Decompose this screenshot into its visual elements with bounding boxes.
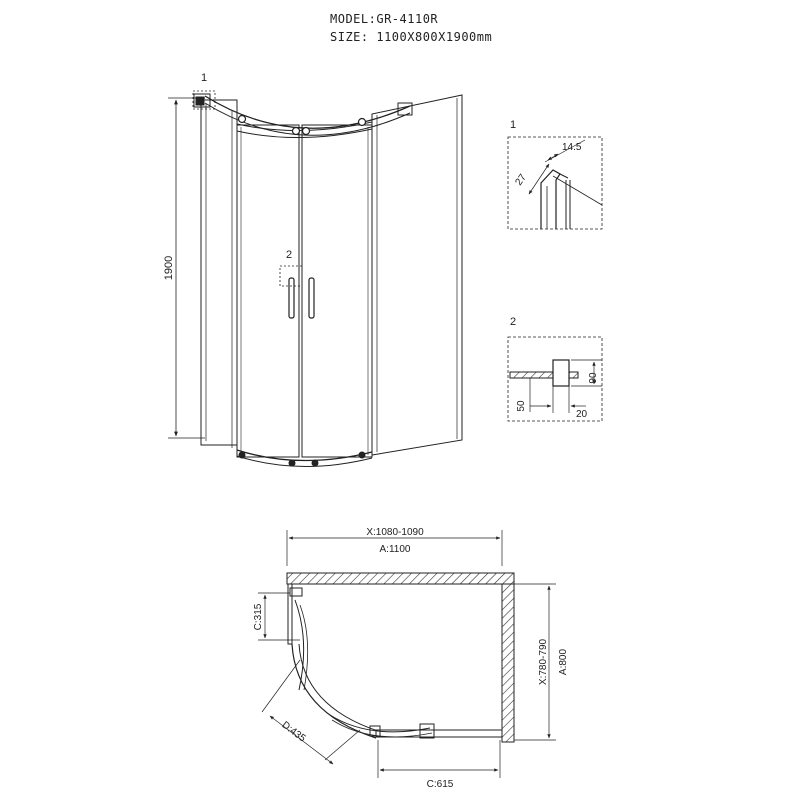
roller-bottom-2 — [288, 459, 296, 467]
back-wall — [286, 572, 515, 585]
detail-2-height: 90 — [588, 372, 599, 384]
detail-2 — [507, 336, 603, 422]
detail-1 — [507, 136, 603, 230]
detail-1-label: 1 — [510, 119, 516, 131]
detail-1-depth: 27 — [513, 172, 529, 188]
front-view — [168, 90, 463, 467]
roller-top-1 — [237, 114, 247, 124]
door-handle-right — [308, 277, 315, 319]
top-bracket-left — [193, 93, 211, 108]
callout-2-label: 2 — [286, 249, 292, 261]
detail-2-right: 20 — [576, 409, 588, 420]
plan-c-bottom: C:615 — [427, 779, 454, 790]
detail-2-label: 2 — [510, 316, 516, 328]
plan-c-side: C:315 — [253, 603, 264, 630]
side-wall — [501, 583, 515, 743]
plan-a-width: A:1100 — [380, 544, 411, 555]
right-sliding-door — [301, 124, 373, 458]
plan-arc-outer — [291, 643, 377, 739]
detail-2-left: 50 — [516, 400, 527, 412]
plan-a-depth: A:800 — [558, 648, 569, 675]
size-label: SIZE: 1100X800X1900mm — [330, 30, 493, 44]
left-fixed-panel — [200, 99, 238, 446]
callout-2-box — [279, 265, 303, 287]
door-handle-left — [288, 277, 295, 319]
roller-top-4 — [357, 117, 367, 127]
plan-side-panel — [287, 583, 293, 645]
plan-x-depth: X:780-790 — [538, 638, 549, 685]
plan-d-radius: D:435 — [280, 720, 308, 745]
roller-bottom-4 — [358, 451, 366, 459]
plan-front-panel — [375, 729, 503, 738]
left-sliding-door — [236, 124, 300, 458]
top-bracket-right — [397, 102, 413, 116]
height-label: 1900 — [163, 256, 175, 280]
roller-bottom-1 — [238, 451, 246, 459]
roller-bottom-3 — [311, 459, 319, 467]
plan-x-width: X:1080-1090 — [366, 527, 424, 538]
callout-1-label: 1 — [201, 72, 207, 84]
bottom-rail — [236, 449, 373, 462]
right-fixed-panel — [371, 94, 463, 456]
model-label: MODEL:GR-4110R — [330, 12, 439, 26]
roller-top-2 — [291, 126, 301, 136]
plan-arc-inner — [298, 643, 379, 732]
detail-1-width: 14.5 — [562, 142, 582, 153]
plan-view — [258, 530, 556, 778]
roller-top-3 — [301, 126, 311, 136]
